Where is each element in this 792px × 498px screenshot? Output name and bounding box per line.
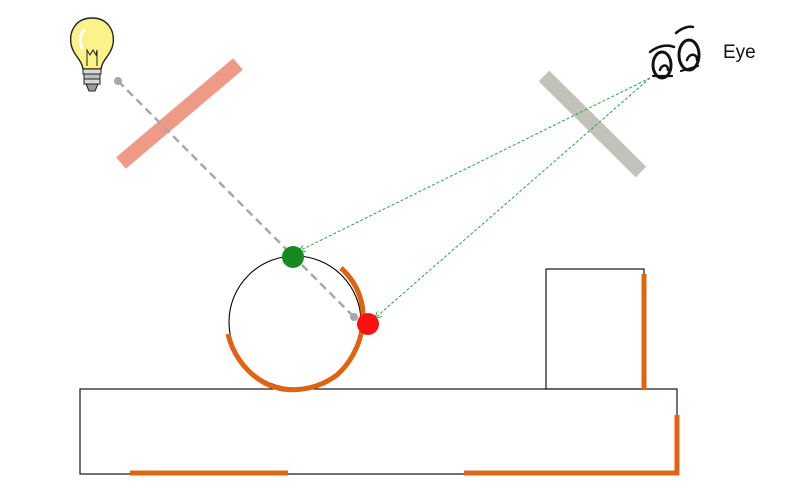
light-ray-end-point [350, 313, 358, 321]
visible-point [282, 246, 304, 268]
eyes-icon [648, 25, 701, 80]
light-bulb-icon [69, 17, 115, 92]
ball-lit-arc [225, 266, 366, 393]
eye-ray-visible [299, 77, 651, 251]
shaded-point [357, 313, 379, 335]
view-occluder-bar [538, 70, 647, 178]
eye-ray-shaded [375, 77, 651, 318]
table-lit-bottom-right [464, 415, 680, 476]
light-ray [117, 80, 355, 318]
table-box [79, 388, 678, 475]
eye-label: Eye [723, 42, 756, 63]
light-occluder-bar [116, 58, 243, 169]
upright-box [545, 268, 645, 390]
light-source-point [114, 77, 122, 85]
lit-surfaces [130, 266, 680, 476]
